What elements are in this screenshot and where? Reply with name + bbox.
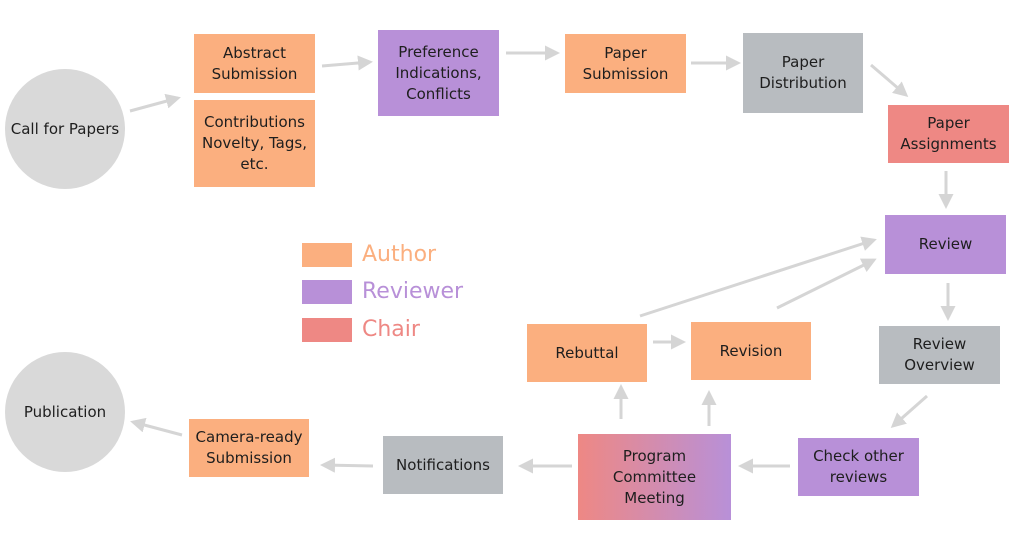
arrow-notifications-to-camera-ready (320, 457, 374, 473)
camera-ready-submission-node: Camera-ready Submission (189, 419, 309, 477)
arrow-rebuttal-to-review (639, 236, 877, 318)
contributions-node: Contributions Novelty, Tags, etc. (194, 100, 315, 187)
arrow-abstract-to-preference (321, 55, 373, 71)
legend-swatch-reviewer (302, 280, 352, 304)
arrow-revision-to-review (776, 258, 877, 310)
check-other-reviews-node: Check other reviews (798, 438, 919, 496)
arrow-distribution-to-assignments (870, 63, 909, 97)
arrow-overview-to-check-reviews (890, 394, 928, 428)
revision-node: Revision (691, 322, 811, 380)
paper-distribution-node: Paper Distribution (743, 33, 863, 113)
arrow-camera-ready-to-publication (130, 417, 183, 437)
legend-label-chair: Chair (362, 317, 420, 342)
arrow-cfp-to-abstract (129, 93, 181, 113)
notifications-node: Notifications (383, 436, 503, 494)
review-overview-node: Review Overview (879, 326, 1000, 384)
rebuttal-node: Rebuttal (527, 324, 647, 382)
abstract-submission-node: Abstract Submission (194, 34, 315, 93)
program-committee-meeting-node: Program Committee Meeting (578, 434, 731, 520)
preference-indications-node: Preference Indications, Conflicts (378, 30, 499, 116)
paper-submission-node: Paper Submission (565, 34, 686, 93)
legend-swatch-author (302, 243, 352, 267)
legend-label-reviewer: Reviewer (362, 279, 464, 304)
call-for-papers-node: Call for Papers (5, 69, 125, 189)
review-node: Review (885, 215, 1006, 274)
legend-swatch-chair (302, 318, 352, 342)
paper-assignments-node: Paper Assignments (888, 105, 1009, 163)
legend-label-author: Author (362, 242, 437, 267)
publication-node: Publication (5, 352, 125, 472)
